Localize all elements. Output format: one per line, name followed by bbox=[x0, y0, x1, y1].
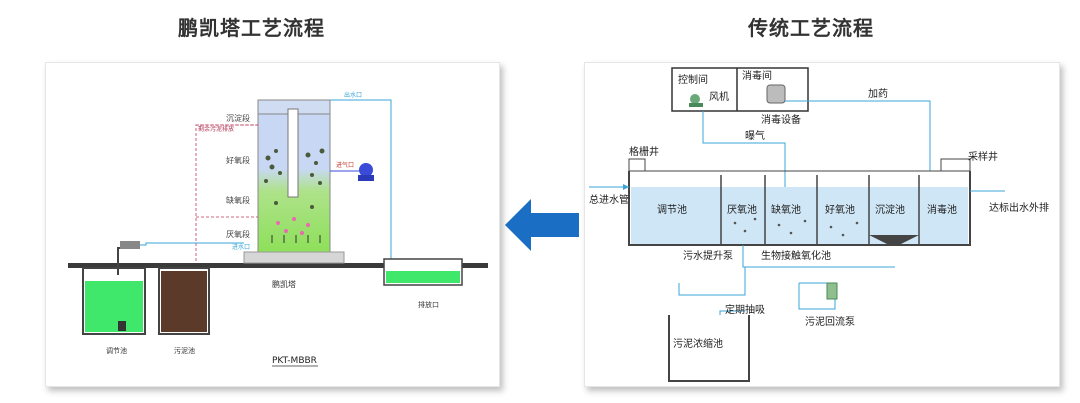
tank-label-5: 消毒池 bbox=[927, 203, 957, 216]
bio-media-dots bbox=[733, 217, 859, 237]
disinfection-device-label: 消毒设备 bbox=[761, 113, 801, 126]
pump-label: 污水提升泵 bbox=[683, 250, 733, 262]
bio-media bbox=[264, 148, 325, 209]
left-title: 鹏凯塔工艺流程 bbox=[178, 16, 325, 40]
pump-out-pipe bbox=[719, 310, 745, 315]
stage-label-0: 沉淀段 bbox=[226, 113, 250, 123]
stage-label-3: 厌氧段 bbox=[226, 229, 250, 239]
compartment-walls bbox=[720, 175, 920, 245]
sludge-return-label: 剩余污泥排放 bbox=[198, 125, 234, 133]
sludge-return-line bbox=[195, 124, 258, 263]
outlet-label: 排放口 bbox=[418, 300, 439, 309]
anaerobic-media bbox=[276, 217, 310, 235]
left-arrow-icon bbox=[505, 199, 579, 251]
blower-label: 风机 bbox=[709, 90, 729, 103]
disinfection-room-label: 消毒间 bbox=[742, 69, 772, 82]
center-tube bbox=[287, 108, 299, 198]
return-pump-icon bbox=[826, 282, 838, 300]
thickener-outline bbox=[668, 315, 750, 382]
sampling-well-top bbox=[940, 158, 971, 172]
sludge-return-pump-label: 污泥回流泵 bbox=[805, 315, 855, 328]
submersible-pump bbox=[118, 321, 126, 331]
bottom-pipe bbox=[742, 245, 895, 268]
pkt-process-diagram: 沉淀段 好氧段 缺氧段 厌氧段 剩余污泥排放 出水口 进气口 进水口 鹏凯塔 排… bbox=[45, 62, 500, 387]
thickener-inner bbox=[671, 325, 747, 379]
blower-icon bbox=[358, 163, 374, 181]
stage-label-2: 缺氧段 bbox=[226, 195, 250, 205]
traditional-diagram-svg: 控制间 消毒间 风机 消毒设备 加药 曝气 格栅井 采样井 总进水管 达标出水外… bbox=[589, 67, 1049, 382]
discharge-water bbox=[386, 271, 460, 283]
main-tank-outline bbox=[628, 171, 971, 246]
outlet-pipe bbox=[330, 99, 392, 259]
pump-out-label: 定期抽吸 bbox=[725, 303, 765, 316]
stage-label-1: 好氧段 bbox=[226, 155, 250, 165]
control-room-label: 控制间 bbox=[678, 73, 708, 86]
inlet-pipe-label: 总进水管 bbox=[589, 193, 629, 206]
fan-icon bbox=[689, 94, 703, 107]
discharge-label: 达标出水外排 bbox=[989, 201, 1049, 214]
tank-water bbox=[631, 187, 968, 244]
return-loop bbox=[798, 282, 836, 310]
tank-label-4: 沉淀池 bbox=[875, 203, 905, 216]
tower-base bbox=[243, 251, 345, 264]
sludge-content bbox=[161, 271, 207, 332]
air-inlet-label: 进气口 bbox=[336, 161, 354, 169]
ground-line bbox=[68, 263, 488, 268]
inlet-pipe bbox=[140, 242, 244, 246]
grille-well-label: 格栅井 bbox=[629, 145, 659, 158]
lift-pump-head bbox=[120, 241, 140, 249]
water-inlet-label: 进水口 bbox=[232, 243, 250, 251]
settling-hopper bbox=[869, 235, 919, 245]
disinfection-device-icon bbox=[766, 84, 786, 104]
flow-arrows bbox=[271, 235, 321, 243]
sampling-well-label: 采样井 bbox=[968, 150, 998, 163]
regulating-water bbox=[85, 281, 143, 332]
tank-label-0: 调节池 bbox=[657, 203, 687, 216]
dosing-label: 加药 bbox=[868, 88, 888, 100]
bio-tank-label: 生物接触氧化池 bbox=[761, 249, 831, 262]
tower-label: 鹏凯塔 bbox=[272, 279, 296, 289]
pkt-diagram-svg: 沉淀段 好氧段 缺氧段 厌氧段 剩余污泥排放 出水口 进气口 进水口 鹏凯塔 排… bbox=[68, 91, 488, 367]
sludge-tank-label: 污泥池 bbox=[174, 346, 195, 355]
inlet-arrow-icon bbox=[623, 184, 629, 190]
model-label: PKT-MBBR bbox=[272, 356, 317, 366]
grille-well-top bbox=[628, 158, 646, 172]
tank-label-2: 缺氧池 bbox=[771, 203, 801, 216]
traditional-process-diagram: 控制间 消毒间 风机 消毒设备 加药 曝气 格栅井 采样井 总进水管 达标出水外… bbox=[584, 62, 1060, 387]
aeration-label: 曝气 bbox=[745, 129, 765, 142]
outlet-pipe-label: 出水口 bbox=[344, 91, 362, 99]
sludge-pipe bbox=[678, 267, 746, 296]
thickener-label: 污泥浓缩池 bbox=[673, 337, 723, 350]
regulating-tank-label: 调节池 bbox=[106, 346, 127, 355]
dosing-pipe bbox=[785, 100, 931, 171]
tank-label-3: 好氧池 bbox=[825, 203, 855, 216]
tank-label-1: 厌氧池 bbox=[727, 203, 757, 216]
right-title: 传统工艺流程 bbox=[748, 16, 874, 40]
